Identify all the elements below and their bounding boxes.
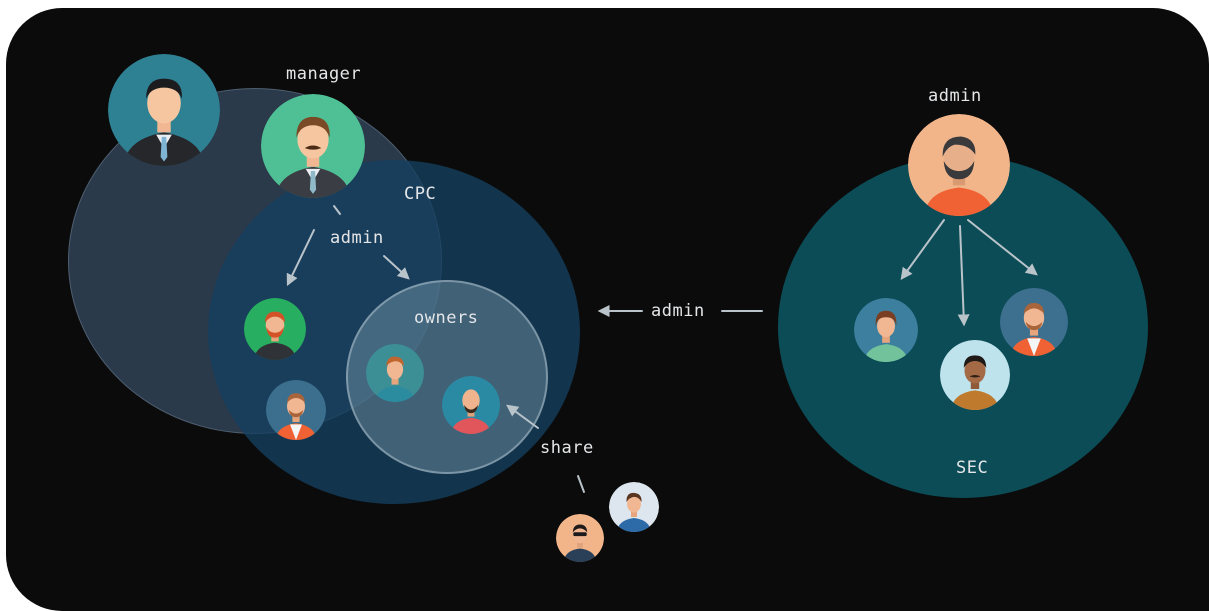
sec-member-2-avatar xyxy=(940,340,1010,410)
connector-arrows xyxy=(286,205,1038,493)
sec-member-3-avatar xyxy=(1000,288,1068,356)
cpc-admin-label: admin xyxy=(330,228,384,248)
manager-label: manager xyxy=(286,64,362,84)
manager-to-owners-arrow xyxy=(383,255,410,280)
admin-link-label: admin xyxy=(651,301,705,321)
manager-to-cpc-member-arrow xyxy=(286,229,315,287)
sec-admin-label: admin xyxy=(928,86,982,106)
share-connector xyxy=(577,475,585,493)
sec-admin-arrow-left xyxy=(900,219,945,280)
manager-link xyxy=(333,205,341,215)
sec-admin-arrow-right xyxy=(967,219,1038,276)
owner-1-avatar xyxy=(366,344,424,402)
share-label: share xyxy=(540,438,594,458)
share-arrow xyxy=(506,404,539,429)
businessman-avatar xyxy=(108,54,220,166)
owners-label: owners xyxy=(414,308,479,328)
sec-label: SEC xyxy=(956,458,989,478)
manager-avatar xyxy=(261,94,365,198)
cpc-label: CPC xyxy=(404,184,437,204)
diagram-canvas: manager admin CPC admin owners admin sha… xyxy=(6,8,1209,611)
cpc-member-1-avatar xyxy=(244,298,306,360)
cpc-member-2-avatar xyxy=(266,380,326,440)
sec-admin-avatar xyxy=(908,114,1010,216)
sec-member-1-avatar xyxy=(854,298,918,362)
sec-admin-arrow-down xyxy=(957,225,970,327)
owner-2-avatar xyxy=(442,376,500,434)
guest-1-avatar xyxy=(609,482,659,532)
guest-2-avatar xyxy=(556,514,604,562)
